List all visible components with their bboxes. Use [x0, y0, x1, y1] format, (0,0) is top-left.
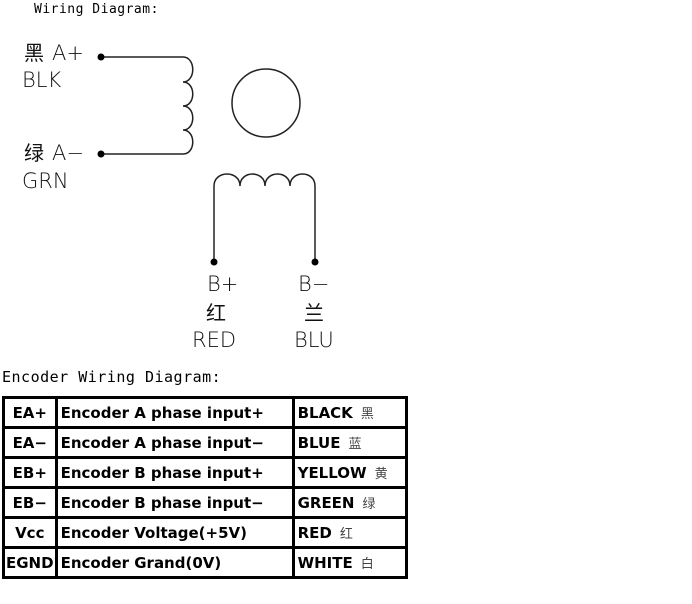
wire-color-label: WHITE: [297, 554, 353, 572]
a-minus-label: A−: [52, 141, 84, 165]
wire-color-label: YELLOW: [297, 464, 367, 482]
encoder-wire-color-cell: RED 红: [291, 516, 408, 549]
wire-color-label: BLACK: [297, 404, 353, 422]
terminal-b-minus: [311, 258, 319, 266]
b-plus-cn-label: 红: [206, 301, 226, 325]
table-row: EA+Encoder A phase input+BLACK 黑: [2, 396, 408, 429]
b-minus-color-label: BLU: [294, 328, 334, 352]
b-plus-color-label: RED: [192, 328, 237, 352]
coil-a-phase: [101, 56, 194, 155]
wire-color-label: BLUE: [297, 434, 341, 452]
b-plus-label: B+: [207, 272, 239, 296]
wire-color-cn-label: 红: [339, 527, 353, 542]
encoder-code-cell: Vcc: [2, 516, 58, 549]
coil-b-phase: [213, 173, 316, 262]
encoder-code-cell: EA−: [2, 426, 58, 459]
encoder-wire-color-cell: WHITE 白: [291, 546, 408, 579]
wire-color-label: RED: [297, 524, 332, 542]
terminal-b-plus: [210, 258, 218, 266]
encoder-description-cell: Encoder Grand(0V): [54, 546, 295, 579]
wire-color-label: GREEN: [297, 494, 355, 512]
wire-color-cn-label: 绿: [362, 497, 376, 512]
wire-color-cn-label: 蓝: [348, 437, 362, 452]
a-plus-color-label: BLK: [22, 68, 62, 92]
a-plus-cn-label: 黑: [24, 41, 44, 65]
b-minus-label: B−: [298, 272, 330, 296]
terminal-a-minus: [97, 150, 105, 158]
encoder-wire-color-cell: GREEN 绿: [291, 486, 408, 519]
wiring-diagram-title: Wiring Diagram:: [34, 2, 159, 17]
encoder-description-cell: Encoder Voltage(+5V): [54, 516, 295, 549]
table-row: EB−Encoder B phase input−GREEN 绿: [2, 486, 408, 519]
encoder-wiring-title: Encoder Wiring Diagram:: [2, 368, 222, 386]
encoder-description-cell: Encoder A phase input−: [54, 426, 295, 459]
wire-color-cn-label: 白: [360, 557, 374, 572]
encoder-wire-color-cell: BLUE 蓝: [291, 426, 408, 459]
wire-color-cn-label: 黄: [374, 467, 388, 482]
encoder-wire-color-cell: BLACK 黑: [291, 396, 408, 429]
wire-color-cn-label: 黑: [360, 407, 374, 422]
encoder-description-cell: Encoder B phase input+: [54, 456, 295, 489]
a-minus-cn-label: 绿: [24, 141, 44, 165]
encoder-description-cell: Encoder B phase input−: [54, 486, 295, 519]
encoder-description-cell: Encoder A phase input+: [54, 396, 295, 429]
table-row: EA−Encoder A phase input−BLUE 蓝: [2, 426, 408, 459]
a-plus-label: A+: [52, 41, 84, 65]
motor-wiring-schematic: [97, 53, 319, 266]
encoder-code-cell: EA+: [2, 396, 58, 429]
b-minus-cn-label: 兰: [304, 301, 324, 325]
motor-rotor-circle: [231, 68, 301, 138]
terminal-a-plus: [97, 53, 105, 61]
a-minus-color-label: GRN: [22, 169, 69, 193]
encoder-code-cell: EB−: [2, 486, 58, 519]
encoder-wire-color-cell: YELLOW 黄: [291, 456, 408, 489]
encoder-code-cell: EGND: [2, 546, 58, 579]
table-row: EB+Encoder B phase input+YELLOW 黄: [2, 456, 408, 489]
encoder-code-cell: EB+: [2, 456, 58, 489]
